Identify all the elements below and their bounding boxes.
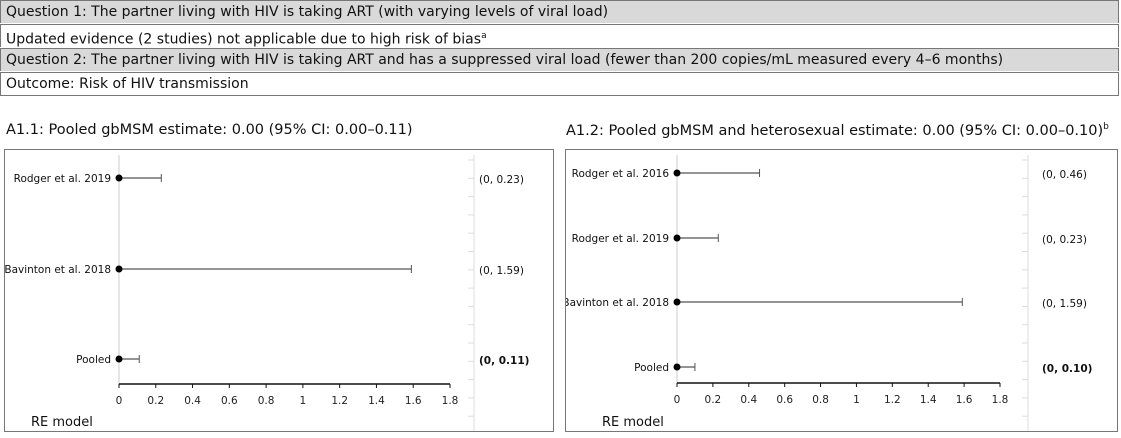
study-label: Bavinton et al. 2018 — [5, 264, 111, 276]
question-1-text: Question 1: The partner living with HIV … — [6, 4, 609, 20]
x-tick-label: 1.6 — [956, 394, 973, 406]
footnote-b: b — [1103, 122, 1109, 132]
point-estimate — [673, 363, 681, 371]
x-tick-label: 1.4 — [368, 395, 385, 407]
x-tick-label: 0.8 — [258, 395, 275, 407]
panel-1-title: A1.1: Pooled gbMSM estimate: 0.00 (95% C… — [6, 122, 413, 138]
footnote-a: a — [481, 31, 487, 41]
forest-plot-2-svg: 0 0.2 0.4 0.6 0.8 1 1.2 1.4 1.6 1.8 RE model Rodger… — [562, 155, 1092, 431]
point-estimate — [115, 355, 123, 363]
x-tick-label: 0.2 — [147, 395, 164, 407]
x-tick-label: 1.2 — [331, 395, 348, 407]
study-label: Rodger et al. 2019 — [14, 173, 111, 185]
question-2-row: Question 2: The partner living with HIV … — [0, 48, 1119, 71]
x-tick-label: 1.2 — [884, 394, 901, 406]
question-2-text: Question 2: The partner living with HIV … — [6, 52, 1004, 68]
ci-text: (0, 1.59) — [479, 265, 524, 277]
x-tick-label: 1 — [300, 395, 307, 407]
ci-text: (0, 0.23) — [479, 174, 524, 186]
ci-text: (0, 0.23) — [1042, 234, 1087, 246]
point-estimate — [673, 169, 681, 177]
outcome-row: Outcome: Risk of HIV transmission — [0, 72, 1119, 96]
x-tick-label: 1.8 — [442, 395, 459, 407]
ci-text: (0, 0.46) — [1042, 169, 1087, 181]
evidence-text: Updated evidence (2 studies) not applica… — [6, 31, 482, 48]
evidence-row: Updated evidence (2 studies) not applica… — [0, 24, 1119, 48]
ci-text: (0, 0.10) — [1042, 363, 1092, 375]
point-estimate — [673, 234, 681, 242]
x-tick-label: 0 — [116, 395, 123, 407]
x-tick-label: 0 — [674, 394, 681, 406]
x-axis-label: RE model — [602, 415, 664, 430]
x-tick-label: 0.2 — [705, 394, 722, 406]
question-1-row: Question 1: The partner living with HIV … — [0, 0, 1119, 23]
panel-2-title: A1.2: Pooled gbMSM and heterosexual esti… — [566, 122, 1109, 139]
point-estimate — [115, 265, 123, 273]
x-tick-label: 1.4 — [920, 394, 937, 406]
forest-plot-2: 0 0.2 0.4 0.6 0.8 1 1.2 1.4 1.6 1.8 RE model Rodger… — [562, 149, 1118, 432]
point-estimate — [115, 174, 123, 182]
x-tick-label: 1.6 — [405, 395, 422, 407]
x-tick-label: 0.4 — [740, 394, 757, 406]
study-label: Pooled — [76, 354, 111, 366]
x-tick-label: 0.6 — [776, 394, 793, 406]
study-label: Bavinton et al. 2018 — [566, 297, 669, 309]
ci-text: (0, 1.59) — [1042, 298, 1087, 310]
forest-plot-1-svg: 0 0.2 0.4 0.6 0.8 1 1.2 1.4 1.6 1.8 RE model Rodger… — [4, 155, 529, 431]
x-tick-label: 0.8 — [812, 394, 829, 406]
x-tick-label: 0.6 — [221, 395, 238, 407]
study-label: Rodger et al. 2019 — [572, 233, 669, 245]
x-axis-label: RE model — [31, 415, 93, 430]
x-tick-label: 1 — [853, 394, 860, 406]
x-tick-label: 1.8 — [992, 394, 1009, 406]
outcome-text: Outcome: Risk of HIV transmission — [6, 76, 249, 92]
point-estimate — [673, 298, 681, 306]
panel-1-title-text: A1.1: Pooled gbMSM estimate: 0.00 (95% C… — [6, 122, 413, 138]
panel-2-title-text: A1.2: Pooled gbMSM and heterosexual esti… — [566, 122, 1104, 139]
x-tick-label: 0.4 — [184, 395, 201, 407]
ci-text: (0, 0.11) — [479, 355, 529, 367]
forest-plot-1: 0 0.2 0.4 0.6 0.8 1 1.2 1.4 1.6 1.8 RE model Rodger… — [4, 149, 554, 432]
study-label: Rodger et al. 2016 — [572, 168, 670, 180]
study-label: Pooled — [634, 362, 669, 374]
